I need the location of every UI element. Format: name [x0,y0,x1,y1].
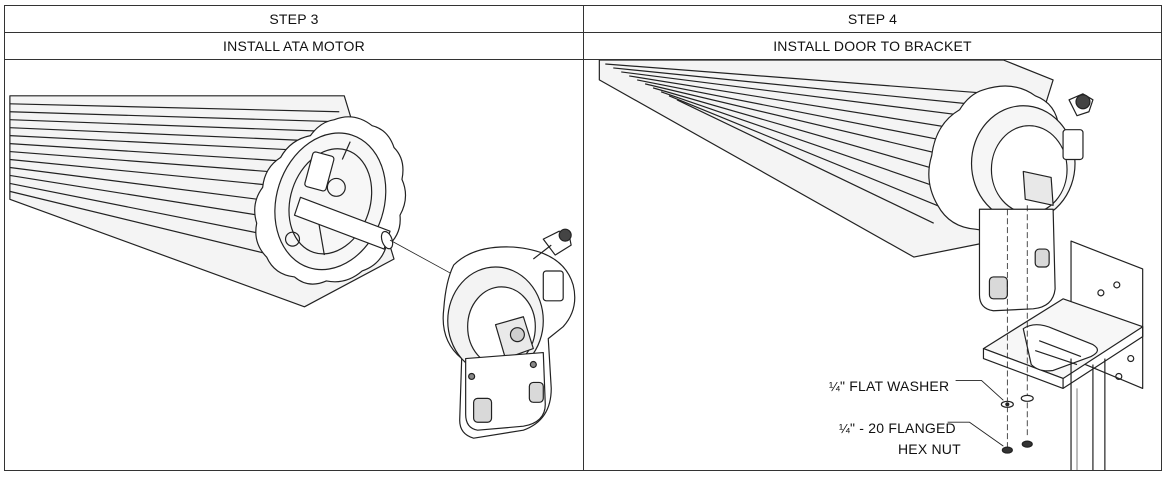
step-4-drawing [598,60,1144,470]
washer-fraction: ¼ [829,379,841,394]
step-4-header: STEP 4 [584,6,1161,33]
step-4-title: INSTALL DOOR TO BRACKET [584,33,1161,60]
ata-motor [442,228,576,439]
step-3-illustration [5,60,583,470]
step-4-illustration [584,60,1161,470]
leader-lines [947,379,1004,447]
step-4-panel: STEP 4 INSTALL DOOR TO BRACKET [584,6,1161,470]
instruction-sheet: STEP 3 INSTALL ATA MOTOR [4,5,1162,471]
drum-end-and-motor [928,85,1094,312]
shaft [293,196,454,276]
flat-washer-callout: ¼" FLAT WASHER [829,377,949,396]
step-3-title: INSTALL ATA MOTOR [5,33,583,60]
nut-label-line1: " - 20 FLANGED [850,420,956,436]
fasteners [1000,205,1034,454]
washer-label: " FLAT WASHER [840,378,950,394]
nut-fraction: ¼ [839,421,851,436]
mounting-bracket [982,240,1144,470]
hex-nut-callout: ¼" - 20 FLANGED [839,419,956,438]
step-3-drawing [9,95,576,439]
hex-nut-callout-line2: HEX NUT [898,441,961,457]
step-3-panel: STEP 3 INSTALL ATA MOTOR [5,6,584,470]
step-3-header: STEP 3 [5,6,583,33]
